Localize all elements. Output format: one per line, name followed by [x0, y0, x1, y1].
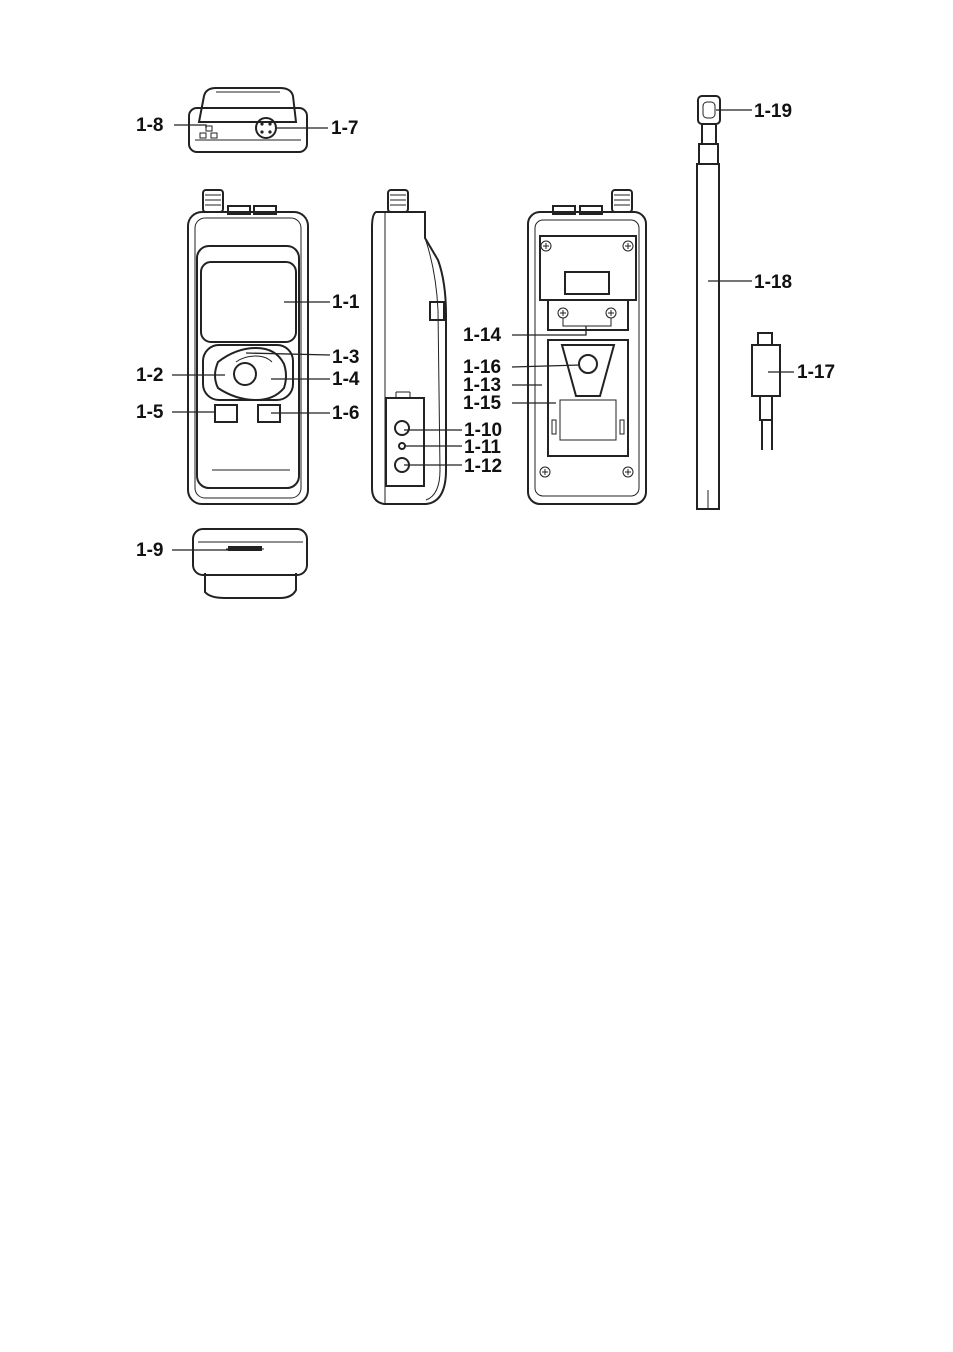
meter-top-view	[189, 88, 307, 152]
label-1-3: 1-3	[332, 347, 359, 368]
label-1-18: 1-18	[754, 272, 792, 293]
label-1-5: 1-5	[136, 402, 164, 423]
label-1-17: 1-17	[797, 362, 835, 383]
meter-side-view	[372, 190, 446, 504]
probe-view	[697, 96, 780, 510]
label-1-19: 1-19	[754, 101, 792, 122]
label-1-1: 1-1	[332, 292, 360, 313]
label-1-8: 1-8	[136, 115, 163, 136]
label-1-4: 1-4	[332, 369, 360, 390]
meter-bottom-view	[193, 529, 307, 598]
label-1-6: 1-6	[332, 403, 359, 424]
label-1-9: 1-9	[136, 540, 163, 561]
meter-back-view	[528, 190, 646, 504]
callout-labels: 1-8 1-7 1-1 1-3 1-2 1-4 1-5 1-6 1-9 1-10…	[136, 101, 835, 561]
label-1-7: 1-7	[331, 118, 358, 139]
meter-front-view	[188, 190, 308, 504]
label-1-14: 1-14	[463, 325, 501, 346]
sd-card-slot-icon	[226, 546, 264, 551]
label-1-15: 1-15	[463, 393, 501, 414]
rs232-port-icon	[200, 126, 217, 138]
label-1-11: 1-11	[464, 437, 501, 458]
label-1-2: 1-2	[136, 365, 163, 386]
label-1-12: 1-12	[464, 456, 502, 477]
